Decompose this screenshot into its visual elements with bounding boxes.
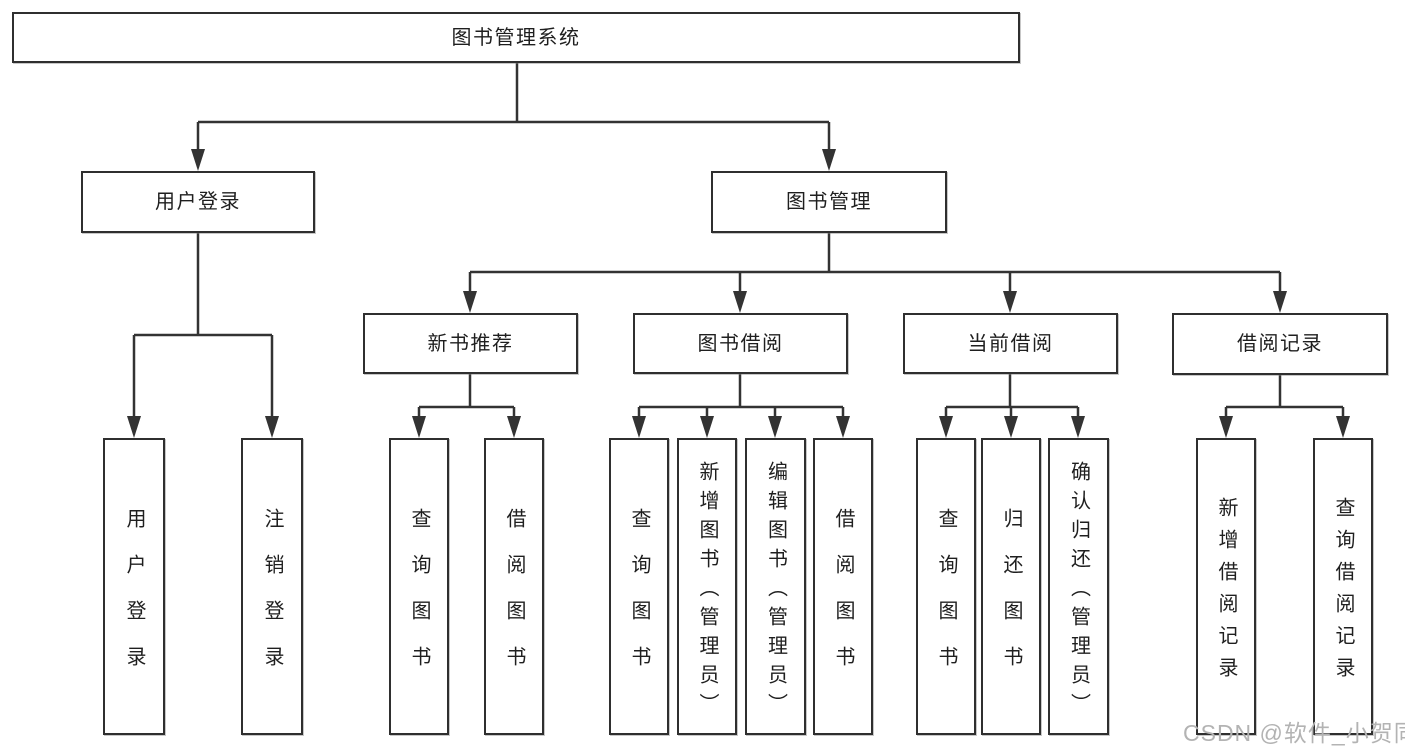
node-book-borrowing: 图书借阅 (633, 313, 848, 374)
leaf-confirm-return-admin: 确认归还（管理员） (1048, 438, 1109, 735)
leaf-query-books-current-label: 查询图书 (935, 507, 957, 692)
leaf-borrow-books-borrowing: 借阅图书 (813, 438, 873, 735)
leaf-query-books-recommend-label: 查询图书 (408, 507, 430, 692)
leaf-add-book-admin: 新增图书（管理员） (677, 438, 737, 735)
leaf-borrow-books-recommend-label: 借阅图书 (503, 507, 525, 692)
node-borrowing-records-label: 借阅记录 (1237, 333, 1323, 355)
node-user-login: 用户登录 (81, 171, 315, 233)
leaf-edit-book-admin-label: 编辑图书（管理员） (764, 460, 787, 722)
leaf-edit-book-admin: 编辑图书（管理员） (745, 438, 806, 735)
leaf-confirm-return-admin-label: 确认归还（管理员） (1067, 460, 1090, 722)
leaf-user-login: 用户登录 (103, 438, 165, 735)
node-current-borrowing: 当前借阅 (903, 313, 1118, 374)
leaf-logout-label: 注销登录 (261, 507, 283, 692)
node-new-book-recommendation-label: 新书推荐 (427, 332, 514, 355)
leaf-add-book-admin-label: 新增图书（管理员） (696, 460, 718, 722)
node-new-book-recommendation: 新书推荐 (363, 313, 578, 374)
node-borrowing-records: 借阅记录 (1172, 313, 1388, 375)
leaf-add-borrow-record-label: 新增借阅记录 (1215, 496, 1237, 689)
leaf-add-borrow-record: 新增借阅记录 (1196, 438, 1256, 735)
node-root: 图书管理系统 (12, 12, 1020, 63)
leaf-user-login-label: 用户登录 (123, 507, 145, 692)
leaf-return-books-label: 归还图书 (1000, 507, 1022, 692)
node-book-borrowing-label: 图书借阅 (697, 332, 784, 355)
node-root-label: 图书管理系统 (451, 26, 581, 49)
leaf-borrow-books-recommend: 借阅图书 (484, 438, 544, 735)
leaf-query-borrow-record: 查询借阅记录 (1313, 438, 1373, 735)
node-current-borrowing-label: 当前借阅 (967, 332, 1054, 355)
leaf-logout: 注销登录 (241, 438, 303, 735)
leaf-query-books-borrowing-label: 查询图书 (628, 507, 650, 692)
node-user-login-label: 用户登录 (155, 191, 241, 213)
leaf-return-books: 归还图书 (981, 438, 1041, 735)
watermark: CSDN @软件_小贺同学 (1183, 720, 1405, 746)
leaf-query-books-recommend: 查询图书 (389, 438, 449, 735)
leaf-query-books-borrowing: 查询图书 (609, 438, 669, 735)
leaf-query-borrow-record-label: 查询借阅记录 (1332, 496, 1354, 689)
leaf-borrow-books-borrowing-label: 借阅图书 (832, 507, 854, 692)
node-book-management: 图书管理 (711, 171, 947, 233)
node-book-management-label: 图书管理 (786, 191, 872, 213)
leaf-query-books-current: 查询图书 (916, 438, 976, 735)
